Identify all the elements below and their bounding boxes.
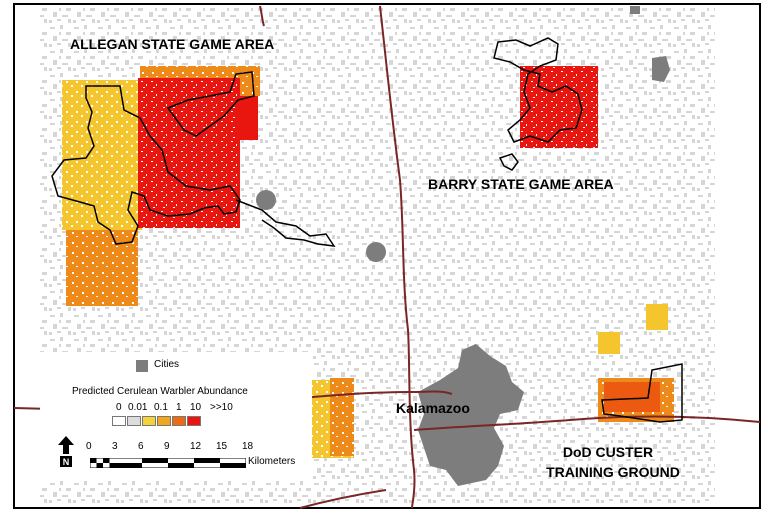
scale-tick-label: 0 <box>86 441 92 452</box>
abundance-patch <box>646 304 668 330</box>
barry-label: BARRY STATE GAME AREA <box>428 176 614 192</box>
abundance-class-swatch <box>172 416 186 426</box>
barry-abundance-raster <box>520 66 598 148</box>
abundance-class-label: 0 <box>116 402 122 413</box>
scale-tick-label: 12 <box>190 441 202 452</box>
scale-bar <box>89 455 247 469</box>
north-arrow-icon: N <box>58 436 74 468</box>
allegan-boundary <box>51 71 336 247</box>
abundance-class-label: 10 <box>190 402 202 413</box>
barry-boundary <box>493 37 583 171</box>
abundance-class-label: >>10 <box>210 402 233 413</box>
scale-unit-label: Kilometers <box>248 456 296 467</box>
abundance-class-label: 0.1 <box>154 402 168 413</box>
cities-swatch <box>136 360 148 372</box>
scale-tick-label: 3 <box>112 441 118 452</box>
southwest-abundance-raster <box>306 378 354 458</box>
allegan-abundance-raster <box>62 66 260 306</box>
abundance-class-swatch <box>112 416 126 426</box>
kalamazoo-label: Kalamazoo <box>396 400 470 416</box>
dod-boundary <box>601 363 683 423</box>
map-legend: Cities Predicted Cerulean Warbler Abunda… <box>40 352 312 480</box>
scale-tick-label: 18 <box>242 441 254 452</box>
north-letter: N <box>63 457 70 467</box>
allegan-label: ALLEGAN STATE GAME AREA <box>70 36 275 52</box>
dod-label-line1: DoD CUSTER <box>562 444 654 460</box>
abundance-class-swatch <box>157 416 171 426</box>
abundance-patch <box>598 332 620 354</box>
abundance-class-swatch <box>142 416 156 426</box>
cities-legend-label: Cities <box>154 359 180 370</box>
legend-title: Predicted Cerulean Warbler Abundance <box>72 386 248 397</box>
abundance-class-label: 1 <box>176 402 182 413</box>
abundance-class-swatch <box>127 416 141 426</box>
abundance-class-label: 0.01 <box>128 402 148 413</box>
city-polygons <box>256 6 670 486</box>
scale-tick-label: 15 <box>216 441 228 452</box>
scale-tick-label: 6 <box>138 441 144 452</box>
abundance-class-swatch <box>187 416 201 426</box>
dod-label-line2: TRAINING GROUND <box>546 464 680 480</box>
scale-tick-label: 9 <box>164 441 170 452</box>
